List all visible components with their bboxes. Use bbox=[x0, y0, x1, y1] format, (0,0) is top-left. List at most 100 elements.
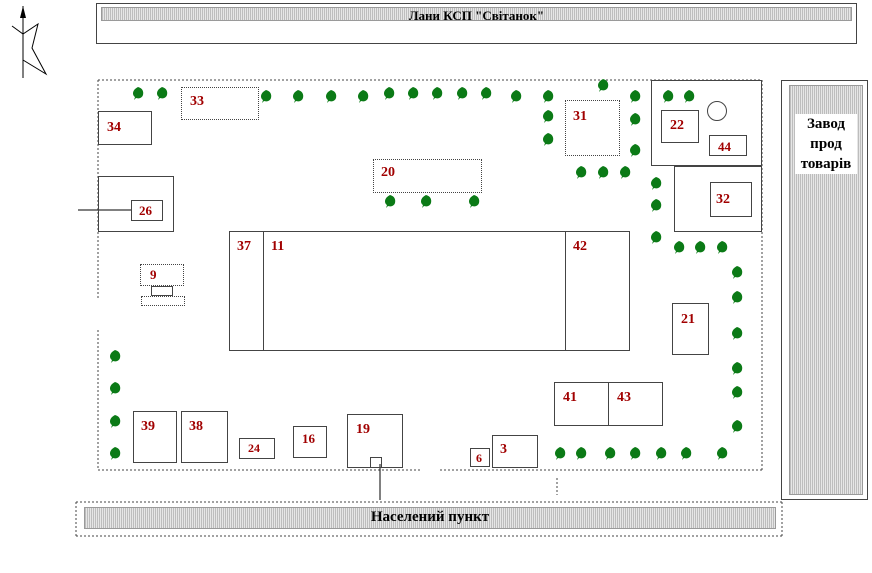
tree-icon bbox=[651, 177, 662, 190]
building-26 bbox=[131, 200, 163, 221]
tree-icon bbox=[630, 144, 641, 157]
tree-icon bbox=[598, 166, 609, 179]
tree-icon bbox=[717, 241, 728, 254]
tree-icon bbox=[293, 90, 304, 103]
building-33 bbox=[181, 87, 259, 120]
building-19-entry bbox=[370, 457, 382, 468]
building-20 bbox=[373, 159, 482, 193]
building-21-number: 21 bbox=[681, 312, 695, 327]
building-37-number: 37 bbox=[237, 239, 251, 254]
tree-icon bbox=[110, 350, 121, 363]
building-9 bbox=[140, 264, 184, 286]
building-43 bbox=[608, 382, 663, 426]
settlement-hatch bbox=[84, 507, 776, 529]
building-33-number: 33 bbox=[190, 94, 204, 109]
building-34 bbox=[98, 111, 152, 145]
building-22-number: 22 bbox=[670, 118, 684, 133]
building-11-number: 11 bbox=[271, 239, 285, 254]
building-39-number: 39 bbox=[141, 419, 155, 434]
tree-icon bbox=[620, 166, 631, 179]
tree-icon bbox=[630, 90, 641, 103]
tree-icon bbox=[326, 90, 337, 103]
building-44 bbox=[709, 135, 747, 156]
building-31-number: 31 bbox=[573, 109, 587, 124]
building-9-stem bbox=[151, 286, 173, 296]
tree-icon bbox=[543, 133, 554, 146]
building-32-number: 32 bbox=[716, 192, 730, 207]
tree-icon bbox=[110, 415, 121, 428]
tree-icon bbox=[663, 90, 674, 103]
tree-icon bbox=[674, 241, 685, 254]
tree-icon bbox=[695, 241, 706, 254]
tank-circle bbox=[707, 101, 727, 121]
tree-icon bbox=[469, 195, 480, 208]
building-21 bbox=[672, 303, 709, 355]
tree-icon bbox=[732, 362, 743, 375]
tree-icon bbox=[543, 110, 554, 123]
tree-icon bbox=[717, 447, 728, 460]
building-9-number: 9 bbox=[150, 267, 157, 282]
tree-icon bbox=[384, 87, 395, 100]
fields-frame bbox=[96, 3, 857, 44]
tree-icon bbox=[630, 447, 641, 460]
tree-icon bbox=[651, 231, 662, 244]
tree-icon bbox=[133, 87, 144, 100]
tree-icon bbox=[598, 79, 609, 92]
building-16-number: 16 bbox=[302, 431, 315, 446]
building-3-number: 3 bbox=[500, 442, 507, 457]
tree-icon bbox=[511, 90, 522, 103]
building-38 bbox=[181, 411, 228, 463]
tree-icon bbox=[157, 87, 168, 100]
building-9-base bbox=[141, 296, 185, 306]
tree-icon bbox=[432, 87, 443, 100]
tree-icon bbox=[385, 195, 396, 208]
building-34-number: 34 bbox=[107, 120, 121, 135]
building-41-number: 41 bbox=[563, 390, 577, 405]
building-20-number: 20 bbox=[381, 165, 395, 180]
factory-frame bbox=[781, 80, 868, 500]
tree-icon bbox=[732, 386, 743, 399]
building-38-number: 38 bbox=[189, 419, 203, 434]
building-6-number: 6 bbox=[476, 451, 482, 465]
building-22-area bbox=[651, 80, 762, 166]
tree-icon bbox=[684, 90, 695, 103]
tree-icon bbox=[110, 447, 121, 460]
building-26-number: 26 bbox=[139, 203, 152, 218]
tree-icon bbox=[681, 447, 692, 460]
tree-icon bbox=[651, 199, 662, 212]
tree-icon bbox=[261, 90, 272, 103]
building-43-number: 43 bbox=[617, 390, 631, 405]
building-22 bbox=[661, 110, 699, 143]
building-3 bbox=[492, 435, 538, 468]
tree-icon bbox=[555, 447, 566, 460]
tree-icon bbox=[605, 447, 616, 460]
building-6 bbox=[470, 448, 490, 467]
building-24-number: 24 bbox=[248, 441, 260, 455]
tree-icon bbox=[408, 87, 419, 100]
tree-icon bbox=[421, 195, 432, 208]
tree-icon bbox=[481, 87, 492, 100]
tree-icon bbox=[732, 291, 743, 304]
building-42-number: 42 bbox=[573, 239, 587, 254]
tree-icon bbox=[110, 382, 121, 395]
tree-icon bbox=[358, 90, 369, 103]
tree-icon bbox=[457, 87, 468, 100]
fields-hatch bbox=[101, 7, 852, 21]
settlement-label: Населений пункт bbox=[370, 509, 490, 525]
tree-icon bbox=[656, 447, 667, 460]
building-44-number: 44 bbox=[718, 139, 731, 154]
fields-label: Лани КСП "Світанок" bbox=[408, 8, 545, 23]
building-32-area bbox=[674, 166, 762, 232]
tree-icon bbox=[576, 447, 587, 460]
factory-label: Завод прод товарів bbox=[795, 114, 857, 174]
tree-icon bbox=[732, 327, 743, 340]
tree-icon bbox=[630, 113, 641, 126]
building-31 bbox=[565, 100, 620, 156]
building-16 bbox=[293, 426, 327, 458]
building-26-area bbox=[98, 176, 174, 232]
building-32 bbox=[710, 182, 752, 217]
building-11 bbox=[263, 231, 566, 351]
building-39 bbox=[133, 411, 177, 463]
building-19-number: 19 bbox=[356, 422, 370, 437]
building-24 bbox=[239, 438, 275, 459]
